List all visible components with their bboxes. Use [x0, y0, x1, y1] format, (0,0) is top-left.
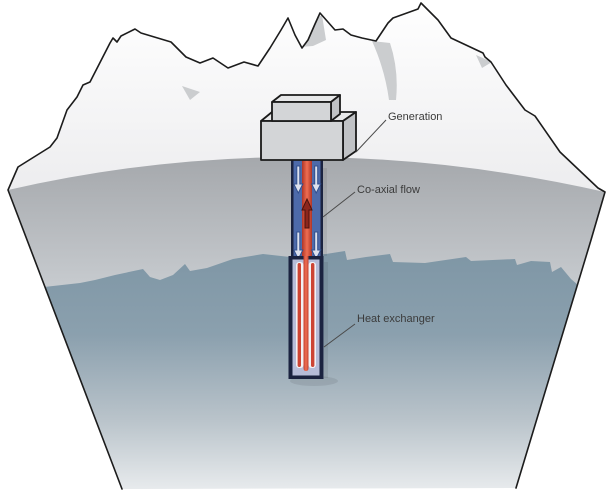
- generation-leader-line: [355, 119, 387, 153]
- down-arrow-icon: [292, 231, 304, 261]
- coaxial-borehole: [291, 155, 323, 261]
- shadow-lower: [324, 262, 328, 378]
- down-arrow-icon: [292, 165, 304, 195]
- annotations: Generation Co-axial flow Heat exchanger: [322, 111, 442, 348]
- hx-red-tube-left: [297, 263, 301, 367]
- shadow-upper: [323, 168, 327, 256]
- rock-shading-right: [476, 55, 492, 68]
- building-roofbox-top: [271, 94, 341, 103]
- generation-building: [260, 94, 357, 161]
- hx-red-tube-center: [303, 256, 309, 371]
- down-arrow-icon: [310, 231, 322, 261]
- mountain-outline: [7, 2, 606, 490]
- up-arrow-icon: [301, 197, 313, 229]
- heat-exchanger-label: Heat exchanger: [357, 313, 435, 325]
- rock-shading-couloir: [372, 41, 397, 100]
- building-roofbox-front: [271, 101, 332, 122]
- coaxial-flow-label: Co-axial flow: [357, 184, 420, 196]
- rock-shading-left: [182, 86, 200, 100]
- building-side-face: [342, 111, 357, 161]
- generation-label: Generation: [388, 111, 442, 123]
- heat-exchanger-leader-line: [323, 323, 356, 348]
- heat-exchanger: [288, 256, 324, 379]
- hx-red-tube-right: [311, 263, 315, 367]
- coaxial-flow-leader-line: [322, 191, 356, 218]
- building-front: [260, 120, 344, 161]
- down-arrow-icon: [310, 165, 322, 195]
